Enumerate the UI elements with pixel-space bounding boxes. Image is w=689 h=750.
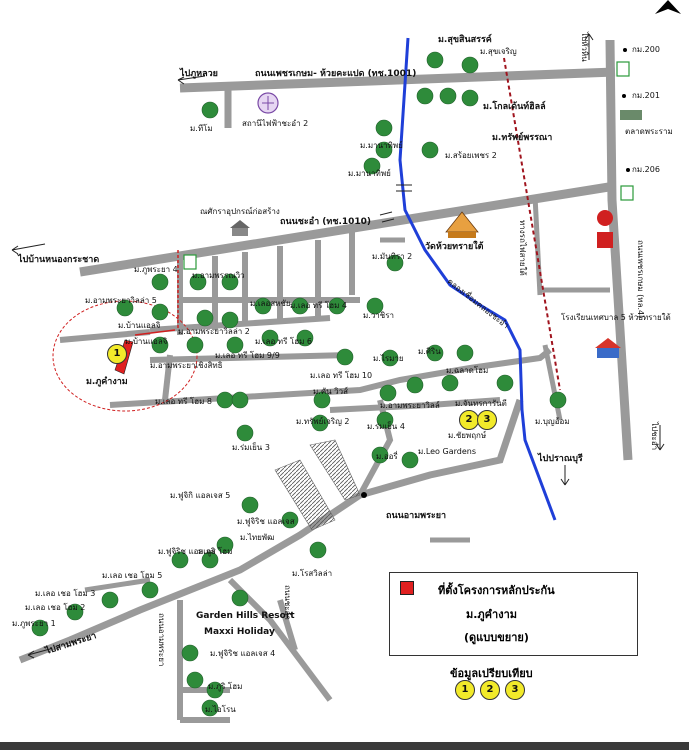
label-le-eve5: ม.เลอ เชอ โฮม 5 — [102, 571, 163, 580]
map-marker-3: 3 — [477, 410, 497, 430]
label-thaiyar: ม.ไทยพัฒ — [240, 533, 275, 542]
legend-box: ที่ตั้งโครงการหลักประกัน ม.ภูคำงาม (ดูแบ… — [389, 572, 638, 656]
label-to-krachuat: ไปบ้านหนองกระชาด — [18, 255, 100, 265]
label-ruenyen3: ม.ร่มเย็น 3 — [232, 443, 270, 452]
road-chaam-1010 — [79, 181, 616, 277]
label-km206: กม.206 — [632, 165, 660, 174]
comparison-marker-3: 3 — [505, 680, 525, 700]
label-garden-hills: Garden Hills Resort — [196, 611, 295, 621]
label-chaiyapruek: ม.ชัยพฤกษ์ — [448, 431, 487, 440]
label-le-trio9: ม.เลอ ทรี โฮม 9/9 — [215, 351, 280, 360]
label-le-trio: ม.เลอ ทรี โฮม 8 — [155, 397, 212, 406]
label-goldenhills: ม.โกลเด้นท์ฮิลล์ — [483, 102, 546, 112]
label-road-amphraya: ถนนอามพระยา — [386, 511, 447, 521]
label-railway: ทางรถไฟสายใต้ — [518, 220, 527, 276]
label-baan-lena: ม.บ้านแอลจิ — [118, 321, 161, 330]
label-to-huahin-top: ไปหัวหิน — [580, 32, 589, 62]
label-le-eve3: ม.เลอ เชอ โฮม 3 — [35, 589, 96, 598]
label-ramaiya: ม.ไรมาย — [373, 354, 404, 363]
label-sirin: ม.ศิริน — [418, 347, 441, 356]
label-huaykwaipet: ถนนเพชรเกษม- ห้วยคะแปด (ทช.1001) — [255, 69, 417, 79]
label-fuji-home: ม.ภูริ โฮม — [198, 547, 233, 556]
label-road-vert: ถนนชะอำ — [283, 585, 292, 620]
label-maxxi: Maxxi Holiday — [204, 627, 275, 637]
north-arrow — [655, 0, 681, 14]
legend-project-swatch — [400, 581, 414, 595]
label-amphuyavill: ม.อามพระยาวิลล์ — [380, 401, 440, 410]
comparison-marker-2: 2 — [480, 680, 500, 700]
label-sukhsinsorn: ม.สุขสินสรรค์ — [438, 35, 492, 45]
label-station: สถานีไฟฟ้าชะอำ 2 — [242, 119, 309, 128]
label-le-eve-small: ม.เลอ เชอ โฮม 2 — [25, 603, 86, 612]
label-market: ตลาดพระราม — [625, 127, 673, 136]
label-manthira: ม.มันทิรา 2 — [372, 252, 413, 261]
label-ori: ม.ออรี่ — [376, 452, 398, 461]
label-ampor-cheongsit: ม.อามพระยาเชิงสิทธิ — [150, 361, 223, 370]
label-kanchit: ม.คัน วิวส์ — [313, 387, 349, 396]
label-phupharak4: ม.ภูพระยา 4 — [134, 265, 178, 274]
legend-note: (ดูแบบขยาย) — [464, 631, 529, 644]
label-le-tree10: ม.เลอ ทรี โฮม 10 — [310, 371, 373, 380]
label-baan-lena2: ม.บ้านแอลจิ — [125, 337, 168, 346]
label-pattana: ม.ภูริ โฮม — [208, 682, 243, 691]
legend-project-name: ม.ภูคำงาม — [466, 608, 518, 621]
label-manathip1: ม.มานาทิพย์ — [360, 141, 403, 150]
label-le-tree6: ม.เลอ ทรี โฮม 6 — [255, 337, 312, 346]
label-chanthakaranti: ม.จันทรการันตี — [455, 399, 507, 408]
label-le-tree4: ม.เลอ ทรี โฮม 4 — [290, 301, 347, 310]
label-road-chaam: ถนนชะอำ (ทช.1010) — [280, 217, 372, 227]
label-school-1: โรงเรียนเทศบาล 5 ห้วยทรายใต้ — [561, 313, 671, 322]
label-sroiphet: ม.สร้อยเพชร 2 — [445, 151, 497, 160]
label-km201: กม.201 — [632, 91, 660, 100]
railway — [503, 57, 561, 391]
label-ruenyen4: ม.ร่มเย็น 4 — [367, 422, 405, 431]
label-ampornchalong: ม.อามพรรณวิว — [192, 271, 245, 280]
label-srisuphan: ม.ทรัพย์พรรณา — [492, 133, 553, 143]
label-phukham: ม.ภูคำงาม — [86, 377, 128, 387]
road-huaykwaipet — [179, 67, 616, 93]
map-marker-1: 1 — [107, 344, 127, 364]
label-km200: กม.200 — [632, 45, 660, 54]
label-ampornvilla2: ม.อามพระยาวิลล่า 2 — [178, 327, 250, 336]
label-road-small: ถนนอามพระยา — [157, 613, 166, 667]
label-ampornvill2: ม.อามพระยาวิลล่า 5 — [85, 296, 157, 305]
label-rosville: ม.โรสวิลล่า — [292, 569, 333, 578]
canal — [398, 37, 557, 521]
label-sohajip: ณศักราอุปกรณ์ก่อสร้าง — [200, 207, 280, 216]
label-buemay: ม.บุญอ้อม — [535, 417, 570, 426]
label-phupharaya1: ม.ภูพระยา 1 — [12, 619, 56, 628]
label-fuji-hlz: ม.ฟูจิริช แอลเจส — [158, 547, 216, 556]
label-wat: วัดห้วยทรายใต้ — [425, 242, 484, 252]
label-wachira: ม.วาชิรา — [363, 311, 395, 320]
label-fujiki5: ม.ฟูจิกิ แอลเจส 5 — [170, 491, 231, 500]
legend-project-location: ที่ตั้งโครงการหลักประกัน — [438, 584, 555, 597]
map-marker-2: 2 — [459, 410, 479, 430]
label-fujiches4: ม.ฟูจิริช แอลเจส 4 — [210, 649, 276, 658]
label-to-chaam-right: ไปชะอำ — [650, 422, 659, 451]
label-leo-gardens: ม.Leo Gardens — [418, 447, 476, 456]
label-thiemo: ม.ทีโม — [190, 124, 213, 133]
road-phetkasem — [605, 39, 633, 461]
label-iron: ม.ไอโรน — [205, 705, 236, 714]
comparison-marker-1: 1 — [455, 680, 475, 700]
label-lesahachai: ม.เลอสหชัย — [250, 299, 291, 308]
label-manathip2: ม.มานาทิพย์ — [348, 169, 391, 178]
label-ckhatyhome: ม.ฉลาดโฮม — [446, 366, 489, 375]
label-phraiphrom: ม.ทรัพย์เจริญ 2 — [296, 417, 350, 426]
comparison-title: ข้อมูลเปรียบเทียบ — [450, 667, 533, 680]
label-to-pranburi: ไปปราณบุรี — [538, 454, 583, 464]
label-sukhcharoen: ม.สุขเจริญ — [480, 47, 517, 56]
label-fujiki-hl: ม.ฟูจิริช แอลเจส — [237, 517, 295, 526]
label-to-phuket: ไปภูหลวย — [180, 69, 218, 79]
label-phetkasem: ถนนเพชรเกษม (ทล.4) — [636, 240, 645, 319]
